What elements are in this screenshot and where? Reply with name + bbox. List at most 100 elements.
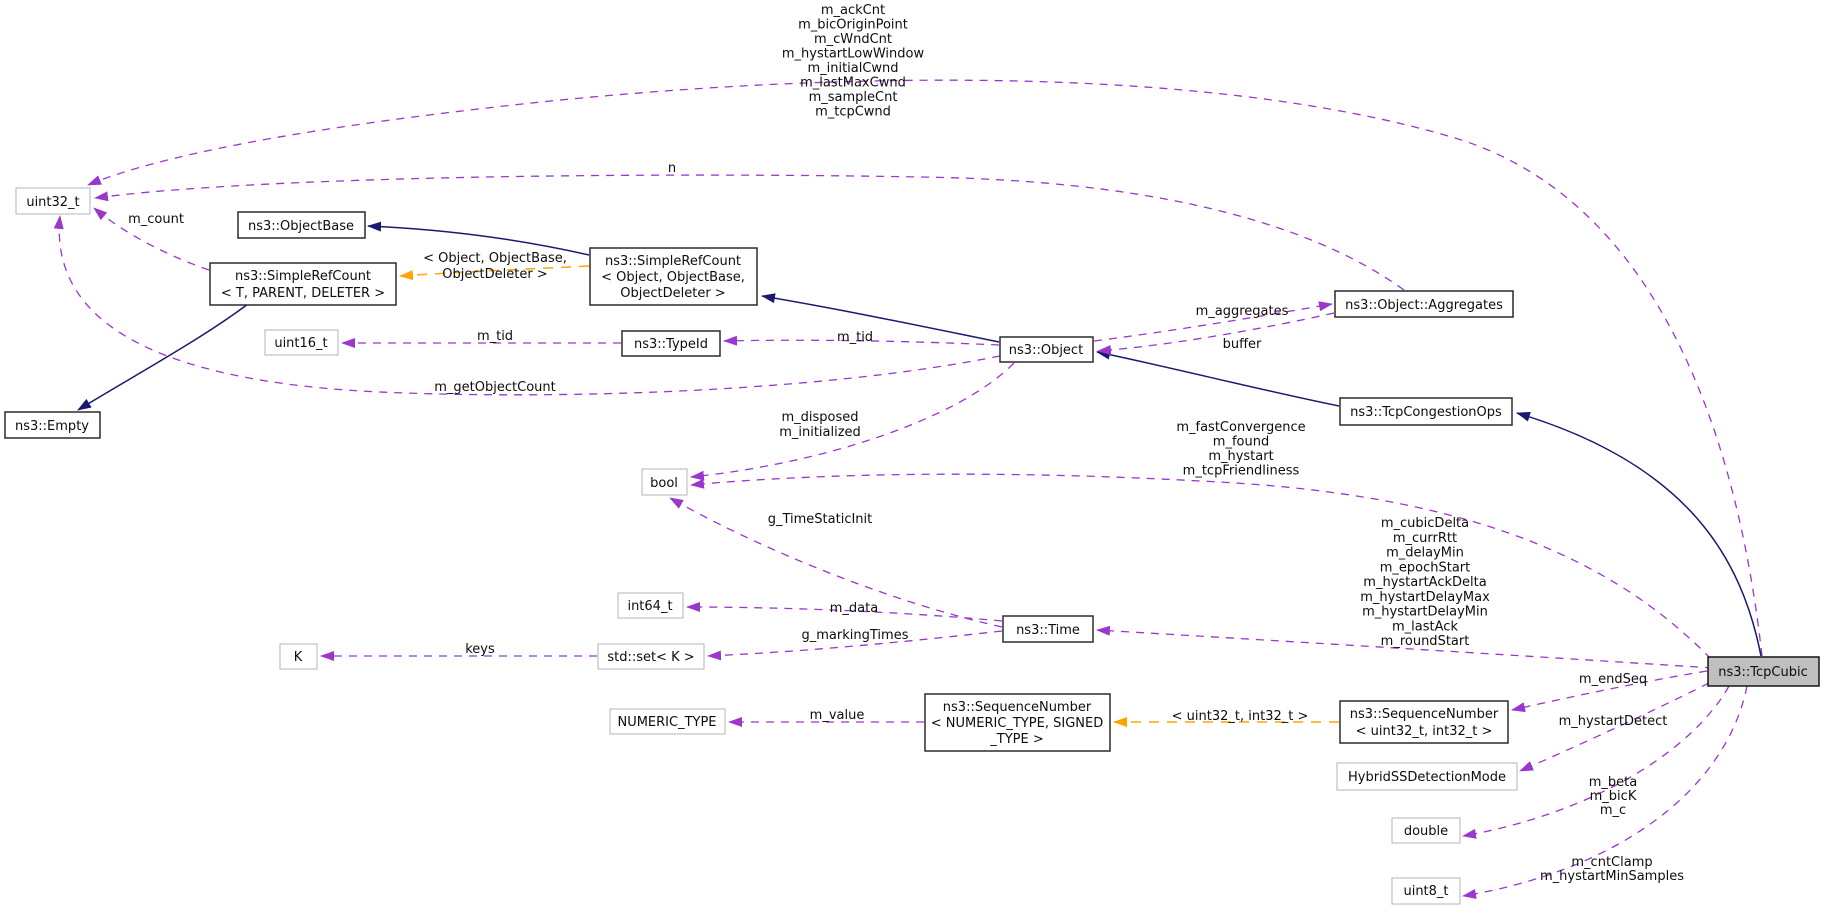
node-numeric-type-label: NUMERIC_TYPE bbox=[617, 715, 716, 730]
node-sequencenumber-generic-box[interactable] bbox=[924, 693, 1111, 752]
node-tcpcubic-label: ns3::TcpCubic bbox=[1718, 665, 1808, 680]
edge-label-m-beta: m_beta bbox=[1589, 775, 1637, 790]
nodes: uint32_t ns3::ObjectBase ns3::SimpleRefC… bbox=[4, 187, 1820, 905]
edge-label-template-args-line1: < Object, ObjectBase, bbox=[423, 251, 567, 266]
edge-label-m-ackcnt: m_ackCnt bbox=[821, 3, 885, 18]
edge-label-m-initialized: m_initialized bbox=[779, 425, 861, 440]
edge-time-bool-gtimestaticinit bbox=[669, 497, 1003, 628]
edge-label-n: n bbox=[668, 161, 676, 176]
edge-label-buffer: buffer bbox=[1223, 337, 1262, 352]
edge-label-m-lastmaxcwnd: m_lastMaxCwnd bbox=[800, 76, 906, 91]
node-stdset-k-label: std::set< K > bbox=[607, 650, 694, 665]
node-aggregates[interactable]: ns3::Object::Aggregates bbox=[1334, 290, 1514, 318]
edge-label-m-getobjectcount: m_getObjectCount bbox=[434, 380, 555, 395]
edge-label-m-aggregates: m_aggregates bbox=[1196, 304, 1289, 319]
edge-label-template-args-line2: ObjectDeleter > bbox=[442, 267, 547, 282]
edge-label-m-endseq: m_endSeq bbox=[1579, 672, 1647, 687]
edge-object-typeid-mtid bbox=[723, 335, 1000, 346]
edge-label-m-hystartminsamples: m_hystartMinSamples bbox=[1540, 869, 1684, 884]
edge-tcpcubic-uint32t bbox=[87, 79, 1763, 657]
edge-label-m-tid-2: m_tid bbox=[837, 330, 873, 345]
edge-label-m-tid-1: m_tid bbox=[477, 329, 513, 344]
node-bool: bool bbox=[641, 468, 688, 496]
node-bool-label: bool bbox=[650, 476, 678, 491]
node-objectbase-box[interactable] bbox=[237, 211, 366, 239]
edge-label-m-disposed: m_disposed bbox=[781, 410, 858, 425]
node-sequencenumber-generic-line1: ns3::SequenceNumber bbox=[943, 700, 1092, 715]
node-tcpcubic-box bbox=[1707, 656, 1820, 687]
node-aggregates-box[interactable] bbox=[1334, 290, 1514, 318]
node-typeid[interactable]: ns3::TypeId bbox=[621, 330, 721, 357]
edge-object-aggregates-maggregates bbox=[1093, 301, 1333, 342]
edge-aggregates-object-buffer bbox=[1097, 312, 1335, 356]
edge-label-seq-template-args: < uint32_t, int32_t > bbox=[1172, 709, 1309, 724]
node-stdset-k: std::set< K > bbox=[597, 643, 705, 670]
edge-label-m-tcpfriendliness: m_tcpFriendliness bbox=[1183, 464, 1300, 479]
node-hybridssdetectionmode: HybridSSDetectionMode bbox=[1336, 762, 1518, 791]
edge-label-m-currrtt: m_currRtt bbox=[1393, 531, 1457, 546]
edge-label-m-delaymin: m_delayMin bbox=[1386, 546, 1464, 561]
node-empty-box[interactable] bbox=[4, 411, 101, 439]
node-object[interactable]: ns3::Object bbox=[999, 336, 1094, 363]
edge-label-m-hystartackdelta: m_hystartAckDelta bbox=[1363, 575, 1486, 590]
node-object-box[interactable] bbox=[999, 336, 1094, 363]
node-time-label: ns3::Time bbox=[1016, 623, 1080, 638]
edge-object-bool-mdisposed bbox=[690, 362, 1015, 481]
node-time[interactable]: ns3::Time bbox=[1002, 615, 1094, 643]
node-object-label: ns3::Object bbox=[1009, 343, 1083, 358]
node-objectbase[interactable]: ns3::ObjectBase bbox=[237, 211, 366, 239]
node-simplerefcount-generic-box[interactable] bbox=[209, 262, 397, 306]
node-uint8_t: uint8_t bbox=[1391, 877, 1461, 905]
edge-simplerefcount-empty bbox=[77, 303, 249, 411]
edge-label-m-bick: m_bicK bbox=[1590, 789, 1637, 804]
edge-tcpcubic-uint8t bbox=[1462, 685, 1748, 899]
edge-label-m-hystartdelaymin: m_hystartDelayMin bbox=[1362, 605, 1488, 620]
node-bool-box bbox=[641, 468, 688, 496]
edge-time-int64t-mdata bbox=[686, 602, 1003, 622]
node-k: K bbox=[279, 643, 318, 670]
edge-label-m-fastconvergence: m_fastConvergence bbox=[1176, 420, 1305, 435]
node-sequencenumber-generic-line3: _TYPE > bbox=[989, 732, 1043, 747]
node-sequencenumber-u32-line1: ns3::SequenceNumber bbox=[1350, 707, 1499, 722]
node-typeid-box[interactable] bbox=[621, 330, 721, 357]
edge-label-m-bicoriginpoint: m_bicOriginPoint bbox=[798, 18, 908, 33]
node-uint16_t-label: uint16_t bbox=[274, 336, 327, 351]
node-aggregates-label: ns3::Object::Aggregates bbox=[1345, 298, 1503, 313]
node-simplerefcount-object[interactable]: ns3::SimpleRefCount < Object, ObjectBase… bbox=[589, 247, 758, 306]
node-double: double bbox=[1391, 817, 1461, 844]
edge-label-m-c: m_c bbox=[1600, 803, 1626, 818]
edge-label-m-hystartlowwindow: m_hystartLowWindow bbox=[782, 47, 925, 62]
edge-simplerefcount-uint32t-mcount bbox=[93, 207, 210, 271]
edge-tcpcubic-hybridss-mhystartdetect bbox=[1519, 682, 1710, 772]
edges bbox=[53, 79, 1763, 899]
edge-label-g-timestaticinit: g_TimeStaticInit bbox=[768, 512, 873, 527]
node-simplerefcount-generic[interactable]: ns3::SimpleRefCount < T, PARENT, DELETER… bbox=[209, 262, 397, 306]
node-hybridssdetectionmode-box bbox=[1336, 762, 1518, 791]
node-empty[interactable]: ns3::Empty bbox=[4, 411, 101, 439]
edge-label-m-initialcwnd: m_initialCwnd bbox=[807, 61, 898, 76]
node-sequencenumber-u32[interactable]: ns3::SequenceNumber < uint32_t, int32_t … bbox=[1339, 700, 1509, 744]
edge-label-m-epochstart: m_epochStart bbox=[1380, 560, 1471, 575]
node-simplerefcount-generic-line2: < T, PARENT, DELETER > bbox=[221, 286, 385, 301]
node-k-label: K bbox=[294, 650, 303, 665]
node-uint8_t-box bbox=[1391, 877, 1461, 905]
edge-label-m-value: m_value bbox=[810, 708, 865, 723]
node-uint32_t: uint32_t bbox=[15, 187, 91, 215]
node-tcpcongestionops[interactable]: ns3::TcpCongestionOps bbox=[1339, 397, 1513, 426]
edge-template-simplerefcount bbox=[399, 265, 590, 281]
edge-tcpcongestionops-object bbox=[1096, 349, 1340, 407]
node-sequencenumber-generic[interactable]: ns3::SequenceNumber < NUMERIC_TYPE, SIGN… bbox=[924, 693, 1111, 752]
node-sequencenumber-u32-box[interactable] bbox=[1339, 700, 1509, 744]
node-simplerefcount-object-box[interactable] bbox=[589, 247, 758, 306]
edge-label-m-hystartdelaymax: m_hystartDelayMax bbox=[1360, 590, 1490, 605]
node-double-label: double bbox=[1404, 824, 1448, 839]
node-time-box[interactable] bbox=[1002, 615, 1094, 643]
edge-label-keys: keys bbox=[465, 642, 495, 657]
edge-label-m-hystart: m_hystart bbox=[1208, 449, 1273, 464]
node-tcpcongestionops-box[interactable] bbox=[1339, 397, 1513, 426]
edge-label-g-markingtimes: g_markingTimes bbox=[802, 628, 909, 643]
edge-label-m-cwndcnt: m_cWndCnt bbox=[814, 32, 892, 47]
node-tcpcubic: ns3::TcpCubic bbox=[1707, 656, 1820, 687]
